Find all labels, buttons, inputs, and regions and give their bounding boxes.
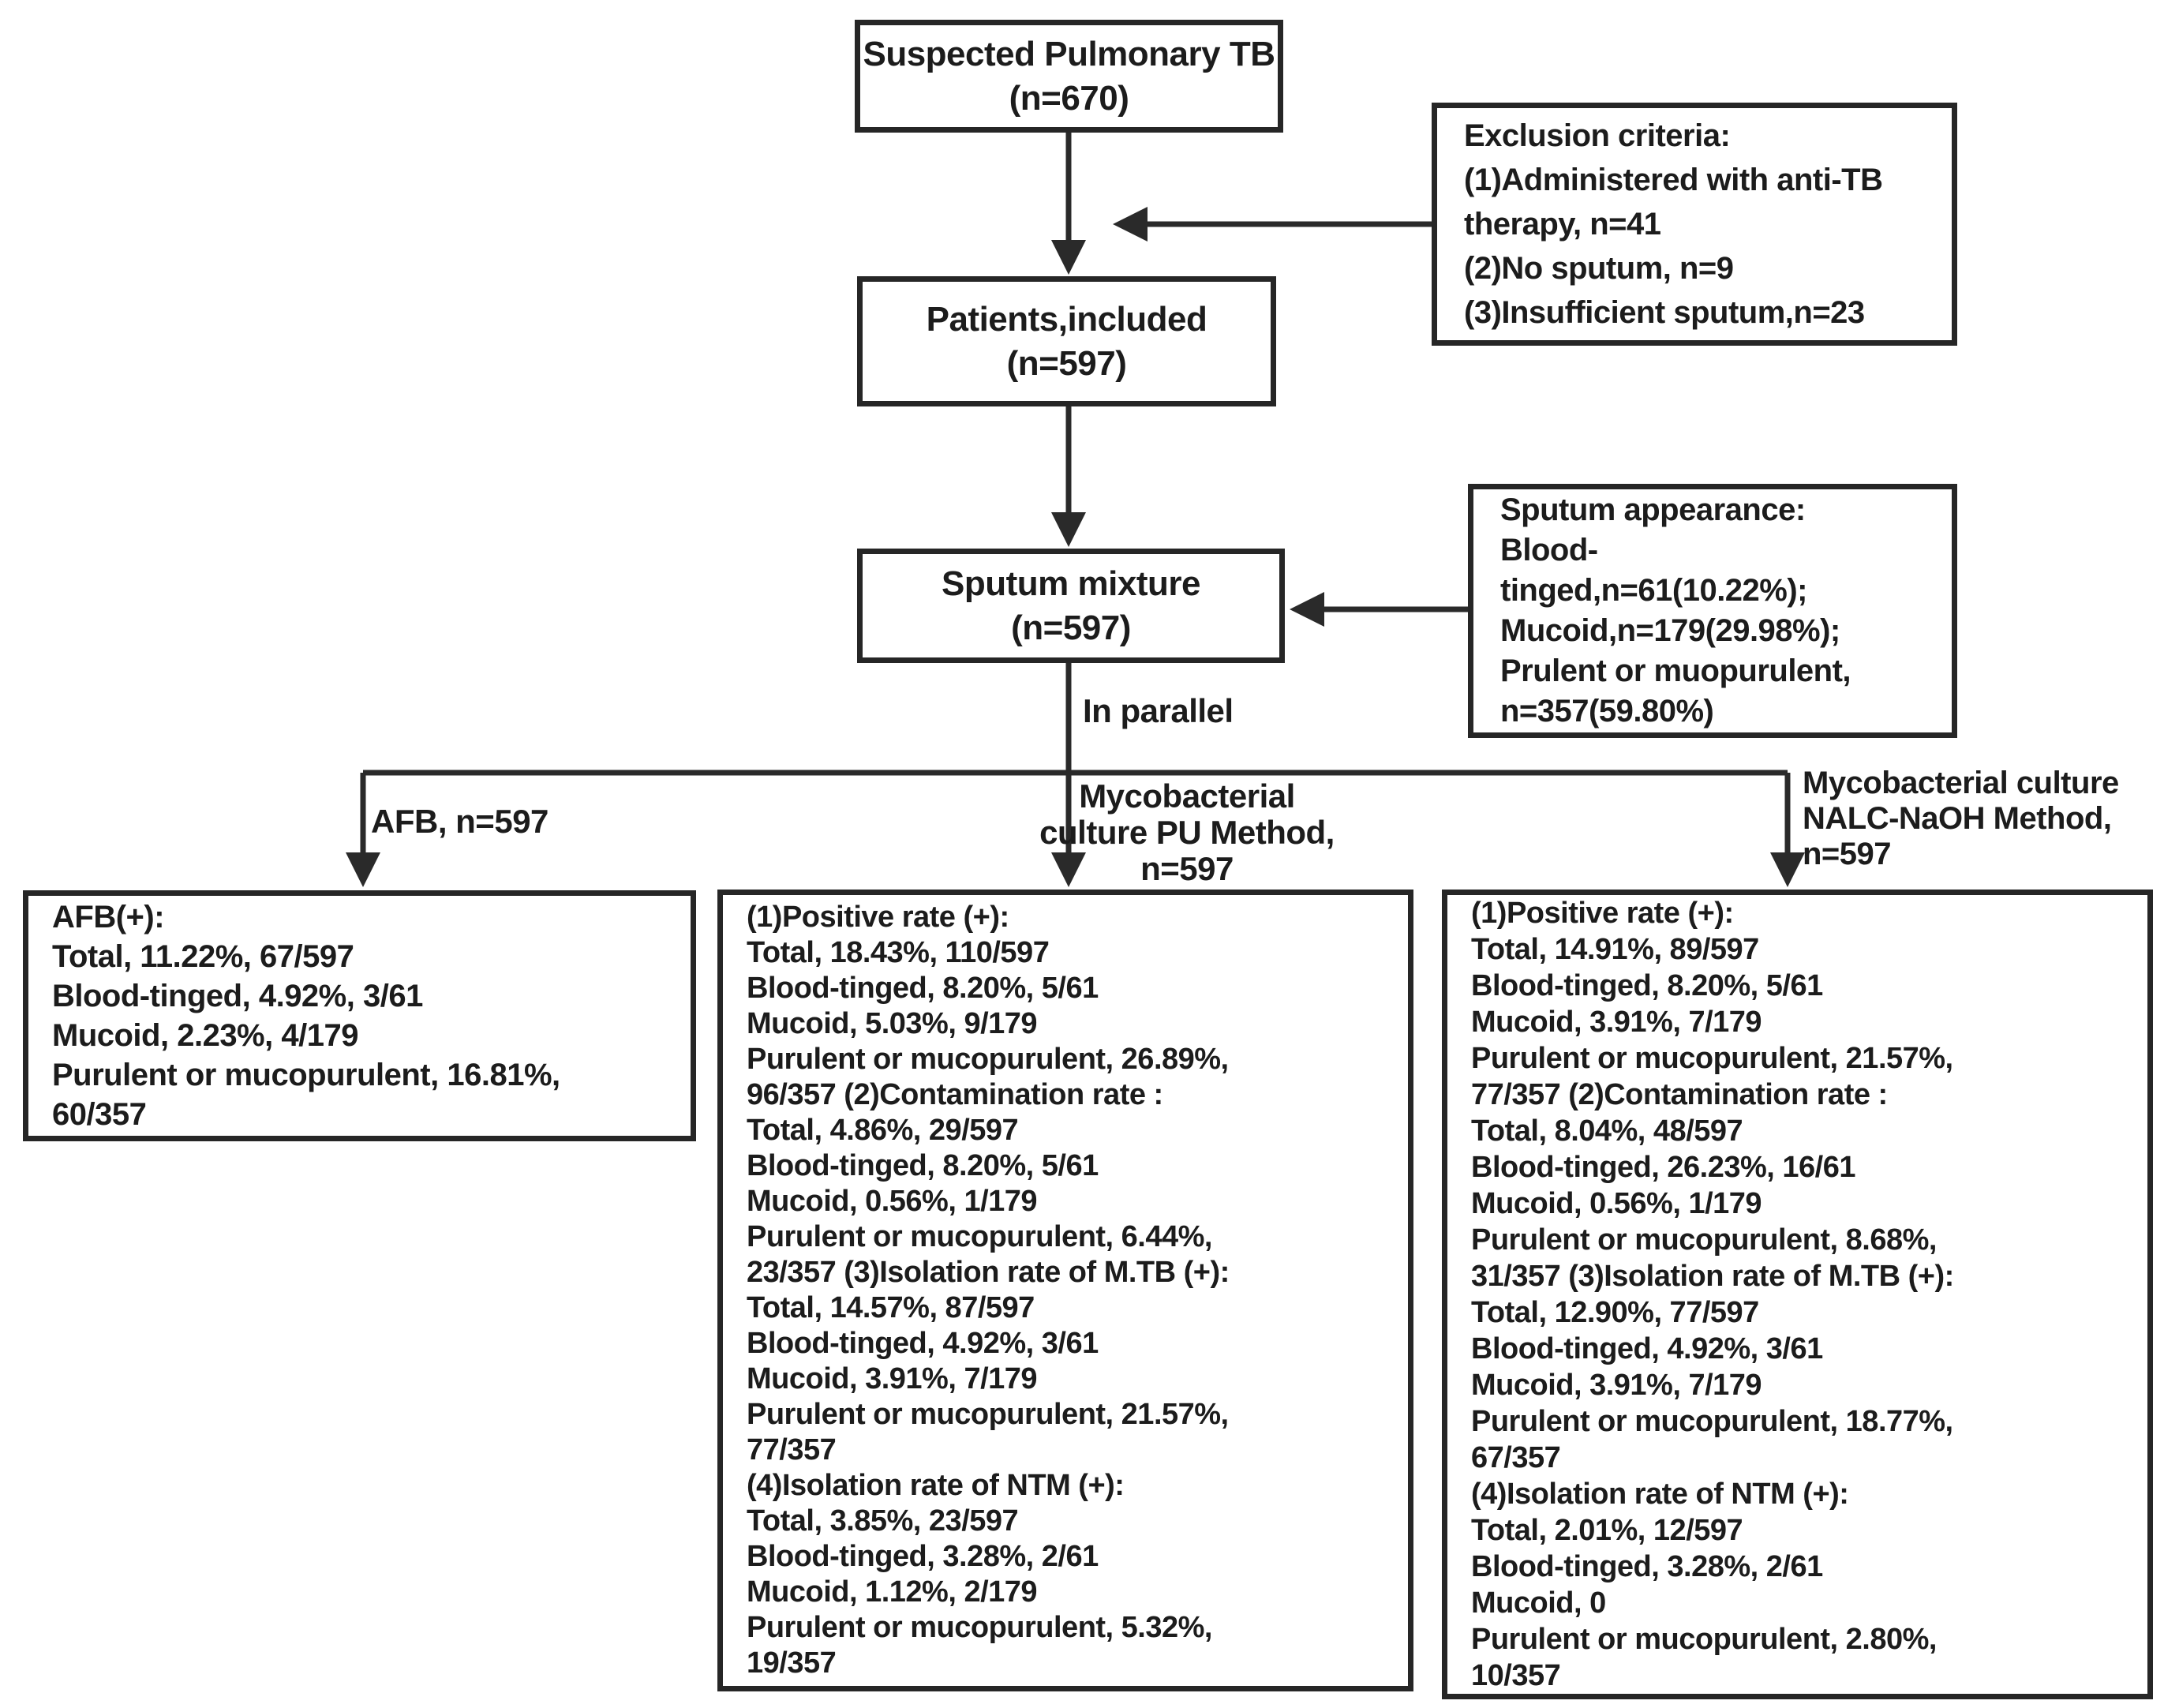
nalc-method-result-box: (1)Positive rate (+): Total, 14.91%, 89/… [1442,890,2153,1699]
afb-result-box: AFB(+): Total, 11.22%, 67/597 Blood-ting… [23,890,696,1141]
arrow-branch-to-afb [346,773,380,887]
pu-method-branch-label: Mycobacterial culture PU Method, n=597 [1039,777,1335,887]
sputum-mixture-box: Sputum mixture (n=597) [857,549,1285,663]
arrow-branch-to-pu [1051,773,1086,887]
pu-method-result-box: (1)Positive rate (+): Total, 18.43%, 110… [717,890,1413,1691]
arrow-branch-to-nalc [1770,773,1805,887]
sputum-appearance-box: Sputum appearance: Blood- tinged,n=61(10… [1468,484,1957,738]
arrow-suspected-to-patients [1051,133,1086,275]
afb-branch-label: AFB, n=597 [371,803,548,840]
arrow-patients-to-sputum [1051,406,1086,547]
in-parallel-label: In parallel [1083,692,1234,729]
exclusion-criteria-box: Exclusion criteria: (1)Administered with… [1432,103,1957,346]
patients-included-box: Patients,included (n=597) [857,276,1276,406]
arrow-exclusion-to-flow [1113,207,1432,242]
nalc-method-branch-label: Mycobacterial culture NALC-NaOH Method, … [1803,766,2119,871]
suspected-tb-box: Suspected Pulmonary TB (n=670) [855,20,1283,133]
arrow-appearance-to-sputum [1290,592,1468,627]
